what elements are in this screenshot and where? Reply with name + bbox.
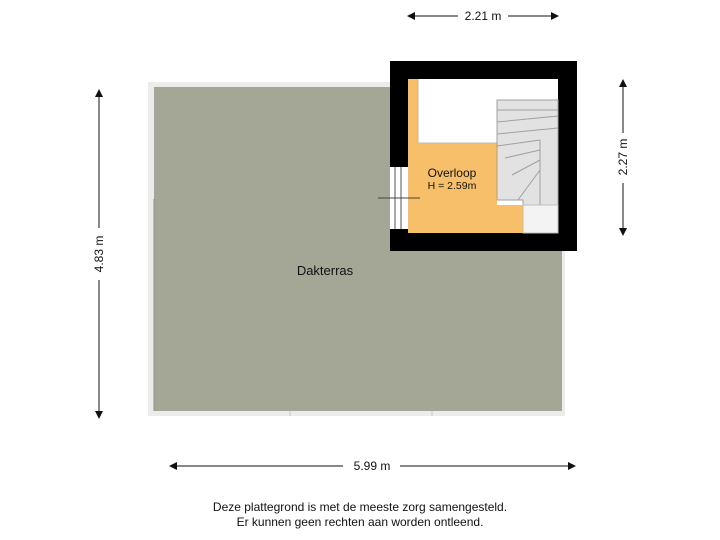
dimension-right: 2.27 m bbox=[616, 79, 630, 236]
disclaimer-line-2: Er kunnen geen rechten aan worden ontlee… bbox=[236, 515, 484, 529]
dimension-bottom: 5.99 m bbox=[169, 459, 576, 473]
landing-height: H = 2.59m bbox=[428, 180, 477, 192]
dimension-left: 4.83 m bbox=[92, 89, 106, 419]
dimension-left-label: 4.83 m bbox=[92, 236, 106, 273]
landing-floor bbox=[408, 79, 523, 233]
stairs bbox=[496, 99, 559, 234]
dimension-right-label: 2.27 m bbox=[616, 139, 630, 176]
dimension-top-label: 2.21 m bbox=[465, 9, 502, 23]
dimension-bottom-label: 5.99 m bbox=[354, 459, 391, 473]
landing-label: Overloop bbox=[428, 166, 477, 180]
landing-block bbox=[378, 61, 577, 251]
disclaimer: Deze plattegrond is met de meeste zorg s… bbox=[0, 500, 720, 530]
disclaimer-line-1: Deze plattegrond is met de meeste zorg s… bbox=[212, 500, 508, 514]
terrace-label: Dakterras bbox=[297, 263, 354, 278]
dimension-top: 2.21 m bbox=[407, 9, 559, 23]
